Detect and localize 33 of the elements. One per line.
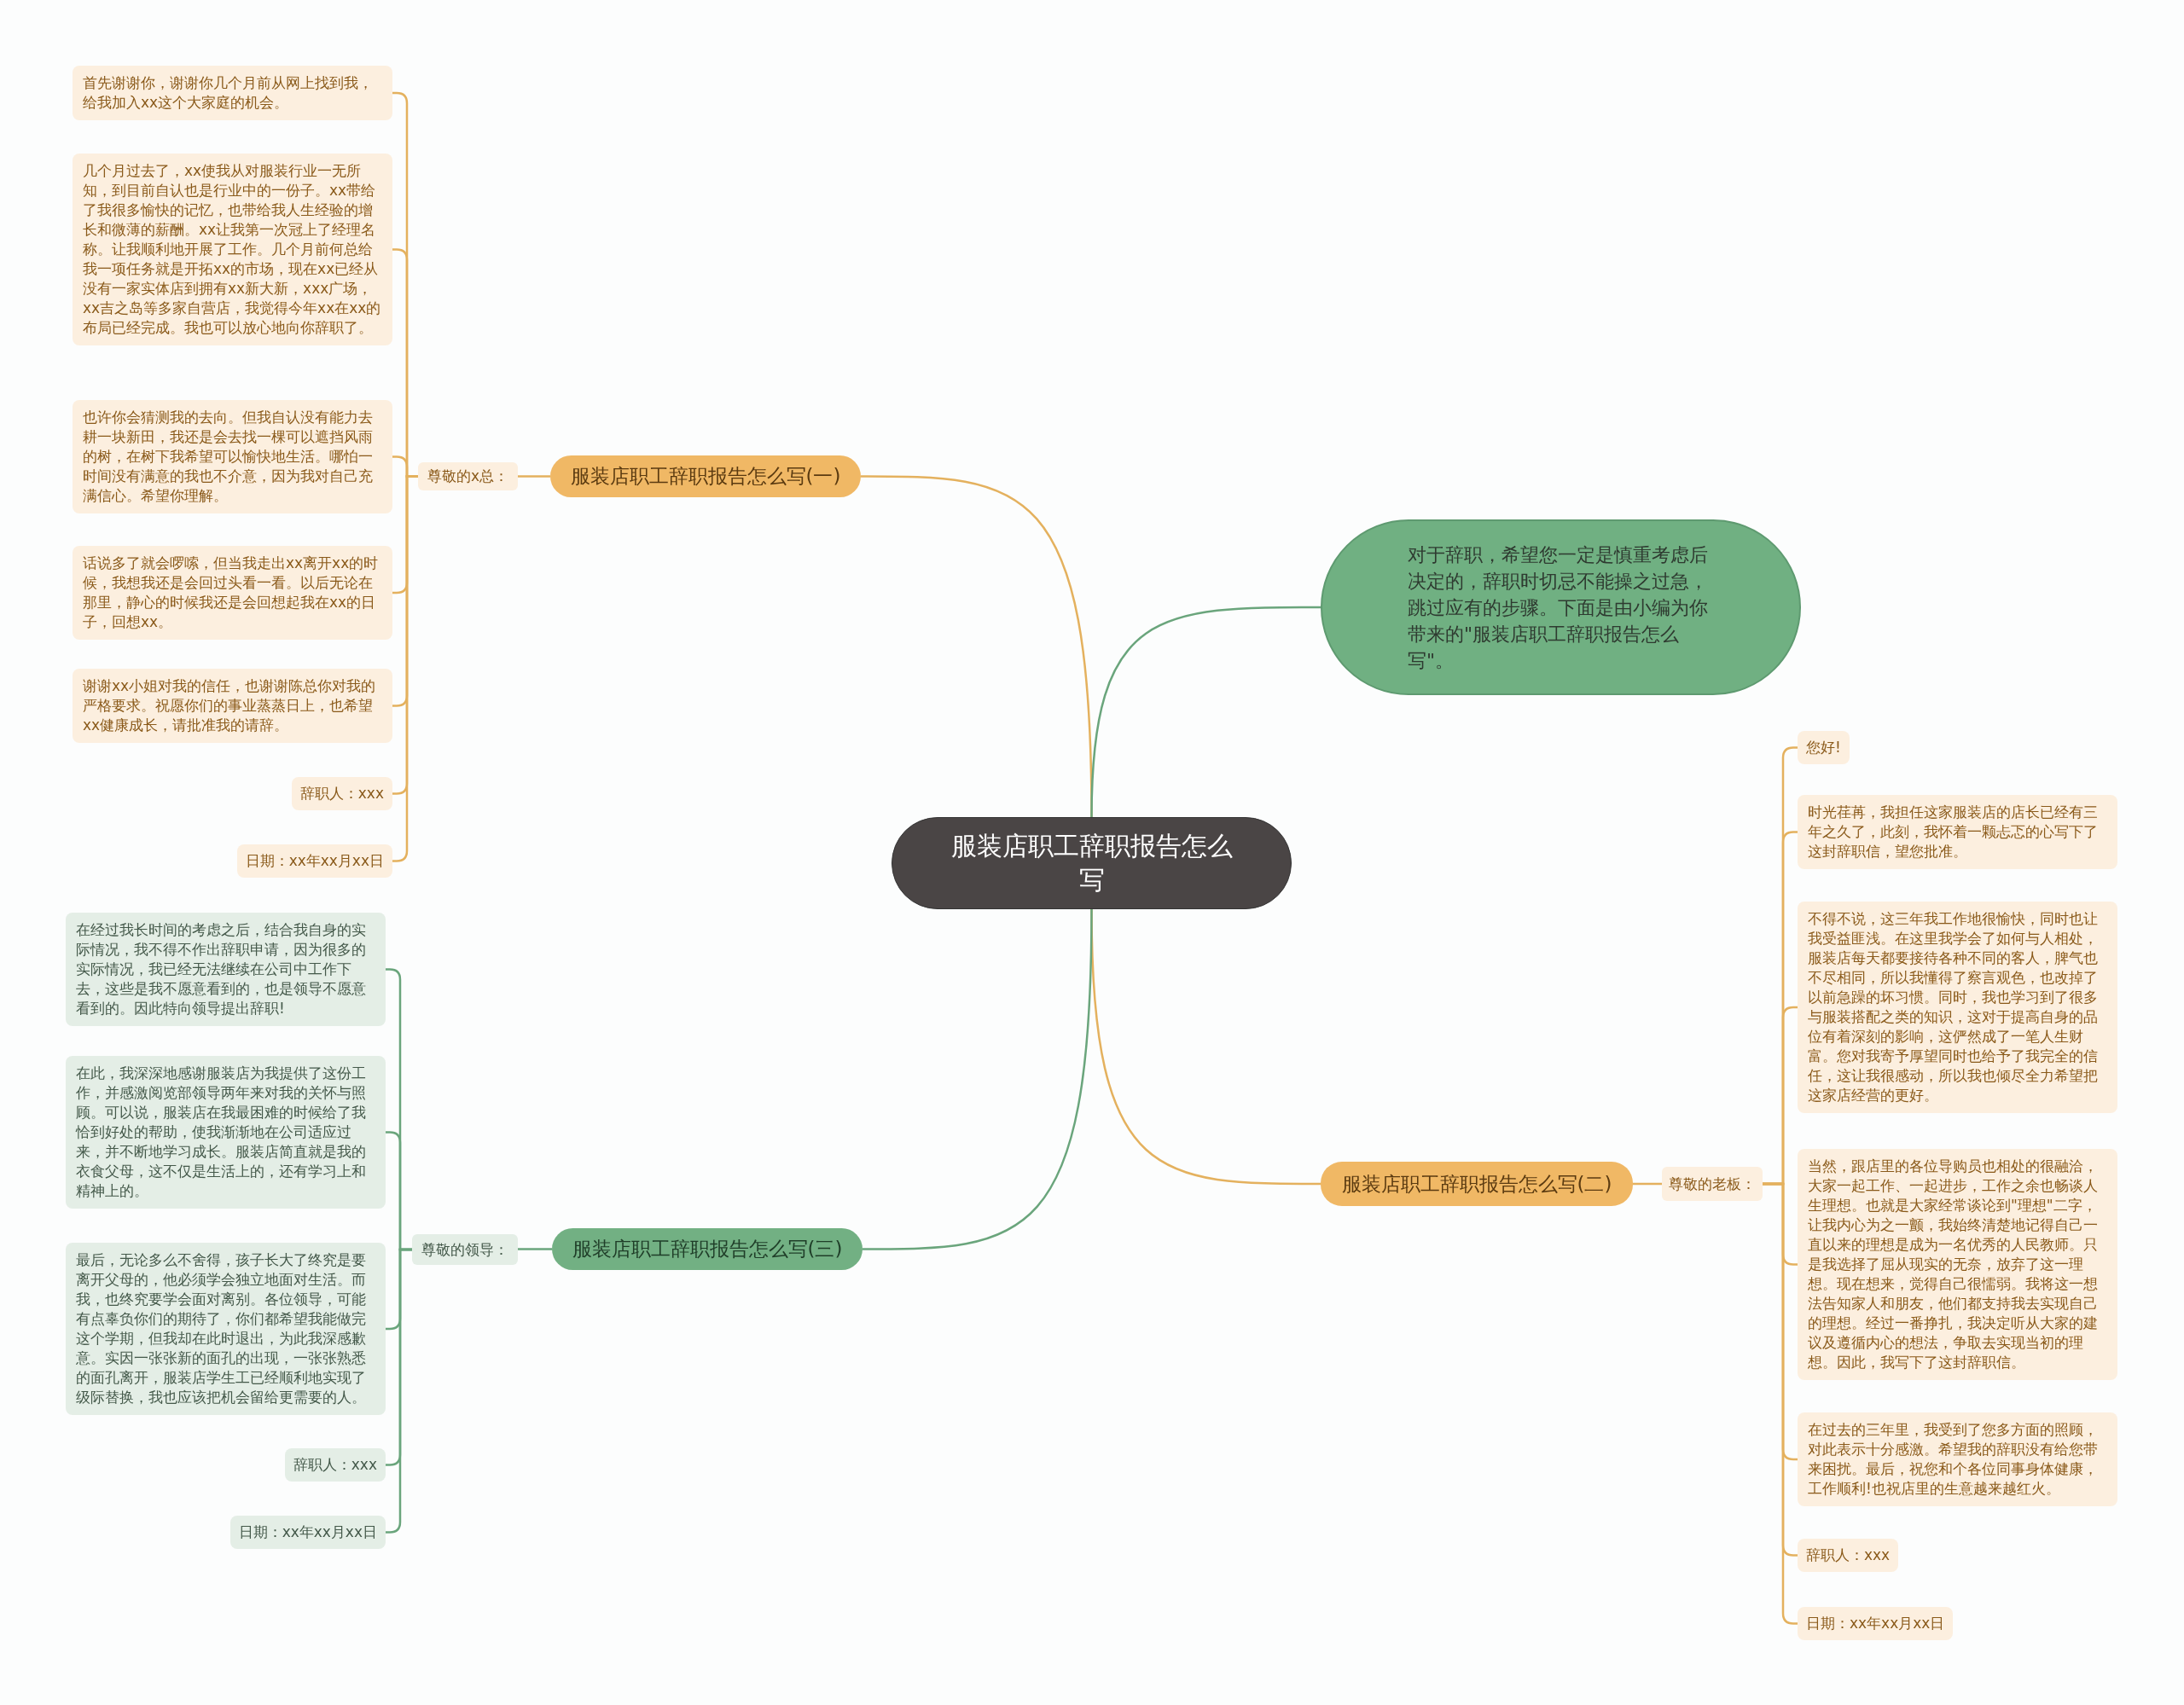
connector-line: [1090, 606, 1321, 818]
connector-line: [518, 1248, 552, 1250]
branch-topic: 服装店职工辞职报告怎么写(一): [550, 455, 861, 497]
connector-line: [518, 475, 550, 478]
text-card: 日期：xx年xx月xx日: [236, 844, 392, 878]
text-card: 时光荏苒，我担任这家服装店的店长已经有三年之久了，此刻，我怀着一颗忐忑的心写下了这封辞职信，望您批准。: [1798, 795, 2117, 869]
text-card: 在经过我长时间的考虑之后，结合我自身的实际情况，我不得不作出辞职申请，因为很多的实际情况，我已经无法继续在公司中工作下去，这些是我不愿意看到的，也是领导不愿意看到的。因此特向领导提出辞职!: [66, 913, 386, 1026]
greeting-label: 尊敬的领导：: [412, 1234, 518, 1265]
text-card: 几个月过去了，xx使我从对服装行业一无所知，到目前自认也是行业中的一份子。xx带给了我很多愉快的记忆，也带给我人生经验的增长和微薄的薪酬。xx让我第一次冠上了经理名称。让我顺利地开展了工作。几个月前何总给我一项任务就是开拓xx的市场，现在xx已经从没有一家实体店到拥有xx新大新，xxx广场，xx吉之岛等多家自营店，我觉得今年xx在xx的布局已经完成。我也可以放心地向你辞职了。: [73, 154, 392, 345]
text-card: 您好!: [1798, 731, 1850, 764]
greeting-label: 尊敬的x总：: [418, 462, 518, 490]
connector-line: [1633, 1182, 1662, 1186]
text-card: 在此，我深深地感谢服装店为我提供了这份工作，并感激阅览部领导两年来对我的关怀与照顾。可以说，服装店在我最困难的时候给了我恰到好处的帮助，使我渐渐地在公司适应过来，并不断地学习成长。服装店简直就是我的衣食父母，这不仅是生活上的，还有学习上和精神上的。: [66, 1056, 386, 1209]
text-card: 辞职人：xxx: [291, 777, 392, 810]
summary-bubble: 对于辞职，希望您一定是慎重考虑后决定的，辞职时切忌不能操之过急，跳过应有的步骤。下面是由小编为你带来的"服装店职工辞职报告怎么写"。: [1321, 519, 1801, 695]
text-card: 话说多了就会啰嗦，但当我走出xx离开xx的时候，我想我还是会回过头看一看。以后无论在那里，静心的时候我还是会回想起我在xx的日子，回想xx。: [73, 546, 392, 640]
text-card: 不得不说，这三年我工作地很愉快，同时也让我受益匪浅。在这里我学会了如何与人相处，服装店每天都要接待各种不同的客人，脾气也不尽相同，所以我懂得了察言观色，也改掉了以前急躁的坏习惯。同时，我也学习到了很多与服装搭配之类的知识，这对于提高自身的品位有着深刻的影响，这俨然成了一笔人生财富。您对我寄予厚望同时也给予了我完全的信任，这让我很感动，所以我也倾尽全力希望把这家店经营的更好。: [1798, 902, 2117, 1113]
text-card: 最后，无论多么不舍得，孩子长大了终究是要离开父母的，他必须学会独立地面对生活。而我，也终究要学会面对离别。各位领导，可能有点辜负你们的期待了，你们都希望我能做完这个学期，但我却在此时退出，为此我深感歉意。实因一张张新的面孔的出现，一张张熟悉的面孔离开，服装店学生工已经顺利地实现了级际替换，我也应该把机会留给更需要的人。: [66, 1243, 386, 1415]
text-card: 日期：xx年xx月xx日: [229, 1516, 386, 1549]
text-card: 也许你会猜测我的去向。但我自认没有能力去耕一块新田，我还是会去找一棵可以遮挡风雨的树，在树下我希望可以愉快地生活。哪怕一时间没有满意的我也不介意，因为我对自己充满信心。希望你理解。: [73, 400, 392, 513]
text-card: 日期：xx年xx月xx日: [1798, 1607, 1954, 1640]
connector-line: [863, 908, 1093, 1250]
text-card: 辞职人：xxx: [284, 1448, 386, 1482]
branch-topic: 服装店职工辞职报告怎么写(二): [1321, 1162, 1633, 1206]
greeting-label: 尊敬的老板：: [1662, 1167, 1763, 1201]
text-card: 首先谢谢你，谢谢你几个月前从网上找到我，给我加入xx这个大家庭的机会。: [73, 66, 392, 120]
text-card: 谢谢xx小姐对我的信任，也谢谢陈总你对我的严格要求。祝愿你们的事业蒸蒸日上，也希望xx健康成长，请批准我的请辞。: [73, 669, 392, 743]
text-card: 当然，跟店里的各位导购员也相处的很融洽，大家一起工作、一起进步，工作之余也畅谈人生理想。也就是大家经常谈论到"理想"二字，让我内心为之一颤，我始终清楚地记得自己一直以来的理想是成为一名优秀的人民教师。只是我选择了屈从现实的无奈，放弃了这一理想。现在想来，觉得自己很懦弱。我将这一想法告知家人和朋友，他们都支持我去实现自己的理想。经过一番挣扎，我决定听从大家的建议及遵循内心的想法，争取去实现当初的理想。因此，我写下了这封辞职信。: [1798, 1149, 2117, 1380]
text-card: 在过去的三年里，我受到了您多方面的照顾，对此表示十分感激。希望我的辞职没有给您带来困扰。最后，祝您和个各位同事身体健康，工作顺利!也祝店里的生意越来越红火。: [1798, 1412, 2117, 1506]
text-card: 辞职人：xxx: [1798, 1539, 1899, 1572]
connector-line: [392, 475, 418, 862]
central-topic: 服装店职工辞职报告怎么写: [892, 817, 1292, 909]
branch-topic: 服装店职工辞职报告怎么写(三): [552, 1228, 863, 1270]
